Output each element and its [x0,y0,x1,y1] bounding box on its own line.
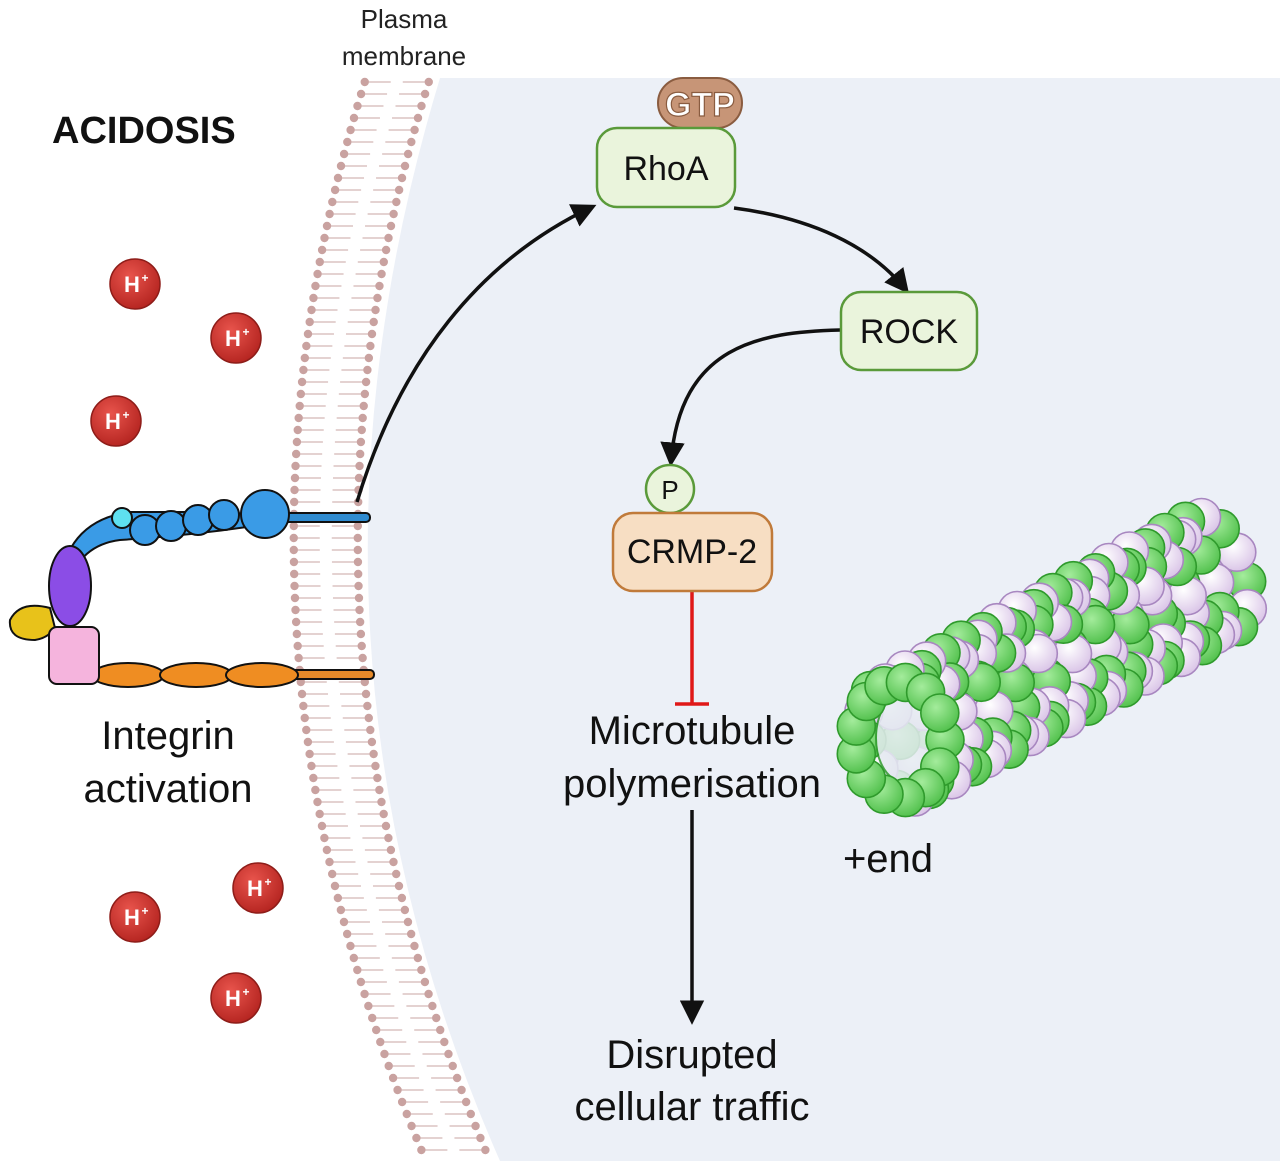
proton-charge: + [264,875,271,889]
rhoa-label: RhoA [623,150,708,188]
inhibition-crmp2-microtubule [675,592,709,706]
disrupted-label-line1: Disrupted [606,1033,777,1077]
proton-symbol: H [225,986,241,1011]
rock-node: ROCK [839,290,979,372]
integrin-complex [8,489,375,688]
arrow-rhoa-to-rock [733,206,910,294]
arrow-integrin-to-rhoa [355,204,597,503]
microtubule-label-line2: polymerisation [563,762,821,806]
acidosis-label: ACIDOSIS [52,110,236,152]
plus-end-label: +end [843,837,933,881]
plasma-membrane [289,77,490,1155]
proton-ion: H+ [109,891,161,943]
gtp-node: GTP [657,77,743,129]
disrupted-label-line2: cellular traffic [575,1085,810,1129]
phospho-label: P [661,475,678,505]
proton-ion: H+ [210,312,262,364]
plasma-membrane-label-line1: Plasma [361,4,448,34]
rock-label: ROCK [860,313,959,351]
proton-ion: H+ [232,862,284,914]
rhoa-node: RhoA [595,126,737,209]
phospho-node: P [644,463,696,515]
gtp-label: GTP [665,86,735,124]
integrin-alpha-tail [283,512,371,523]
crmp2-node: CRMP-2 [611,511,774,593]
cell-interior [367,78,1280,1161]
proton-symbol: H [225,326,241,351]
proton-charge: + [141,271,148,285]
microtubule-label-line1: Microtubule [589,709,796,753]
proton-ion: H+ [109,258,161,310]
integrin-label-line1: Integrin [101,714,234,758]
proton-symbol: H [124,272,140,297]
proton-charge: + [242,985,249,999]
integrin-label-line2: activation [84,767,253,811]
proton-ion: H+ [90,395,142,447]
arrow-rock-to-crmp2 [660,328,841,467]
proton-symbol: H [105,409,121,434]
microtubule-graphic [836,497,1268,818]
crmp2-label: CRMP-2 [627,533,757,571]
proton-symbol: H [247,876,263,901]
proton-group: H+H+H+H+H+H+ [90,258,284,1024]
proton-charge: + [122,408,129,422]
proton-ion: H+ [210,972,262,1024]
proton-charge: + [141,904,148,918]
plasma-membrane-label-line2: membrane [342,41,466,71]
proton-symbol: H [124,905,140,930]
proton-charge: + [242,325,249,339]
